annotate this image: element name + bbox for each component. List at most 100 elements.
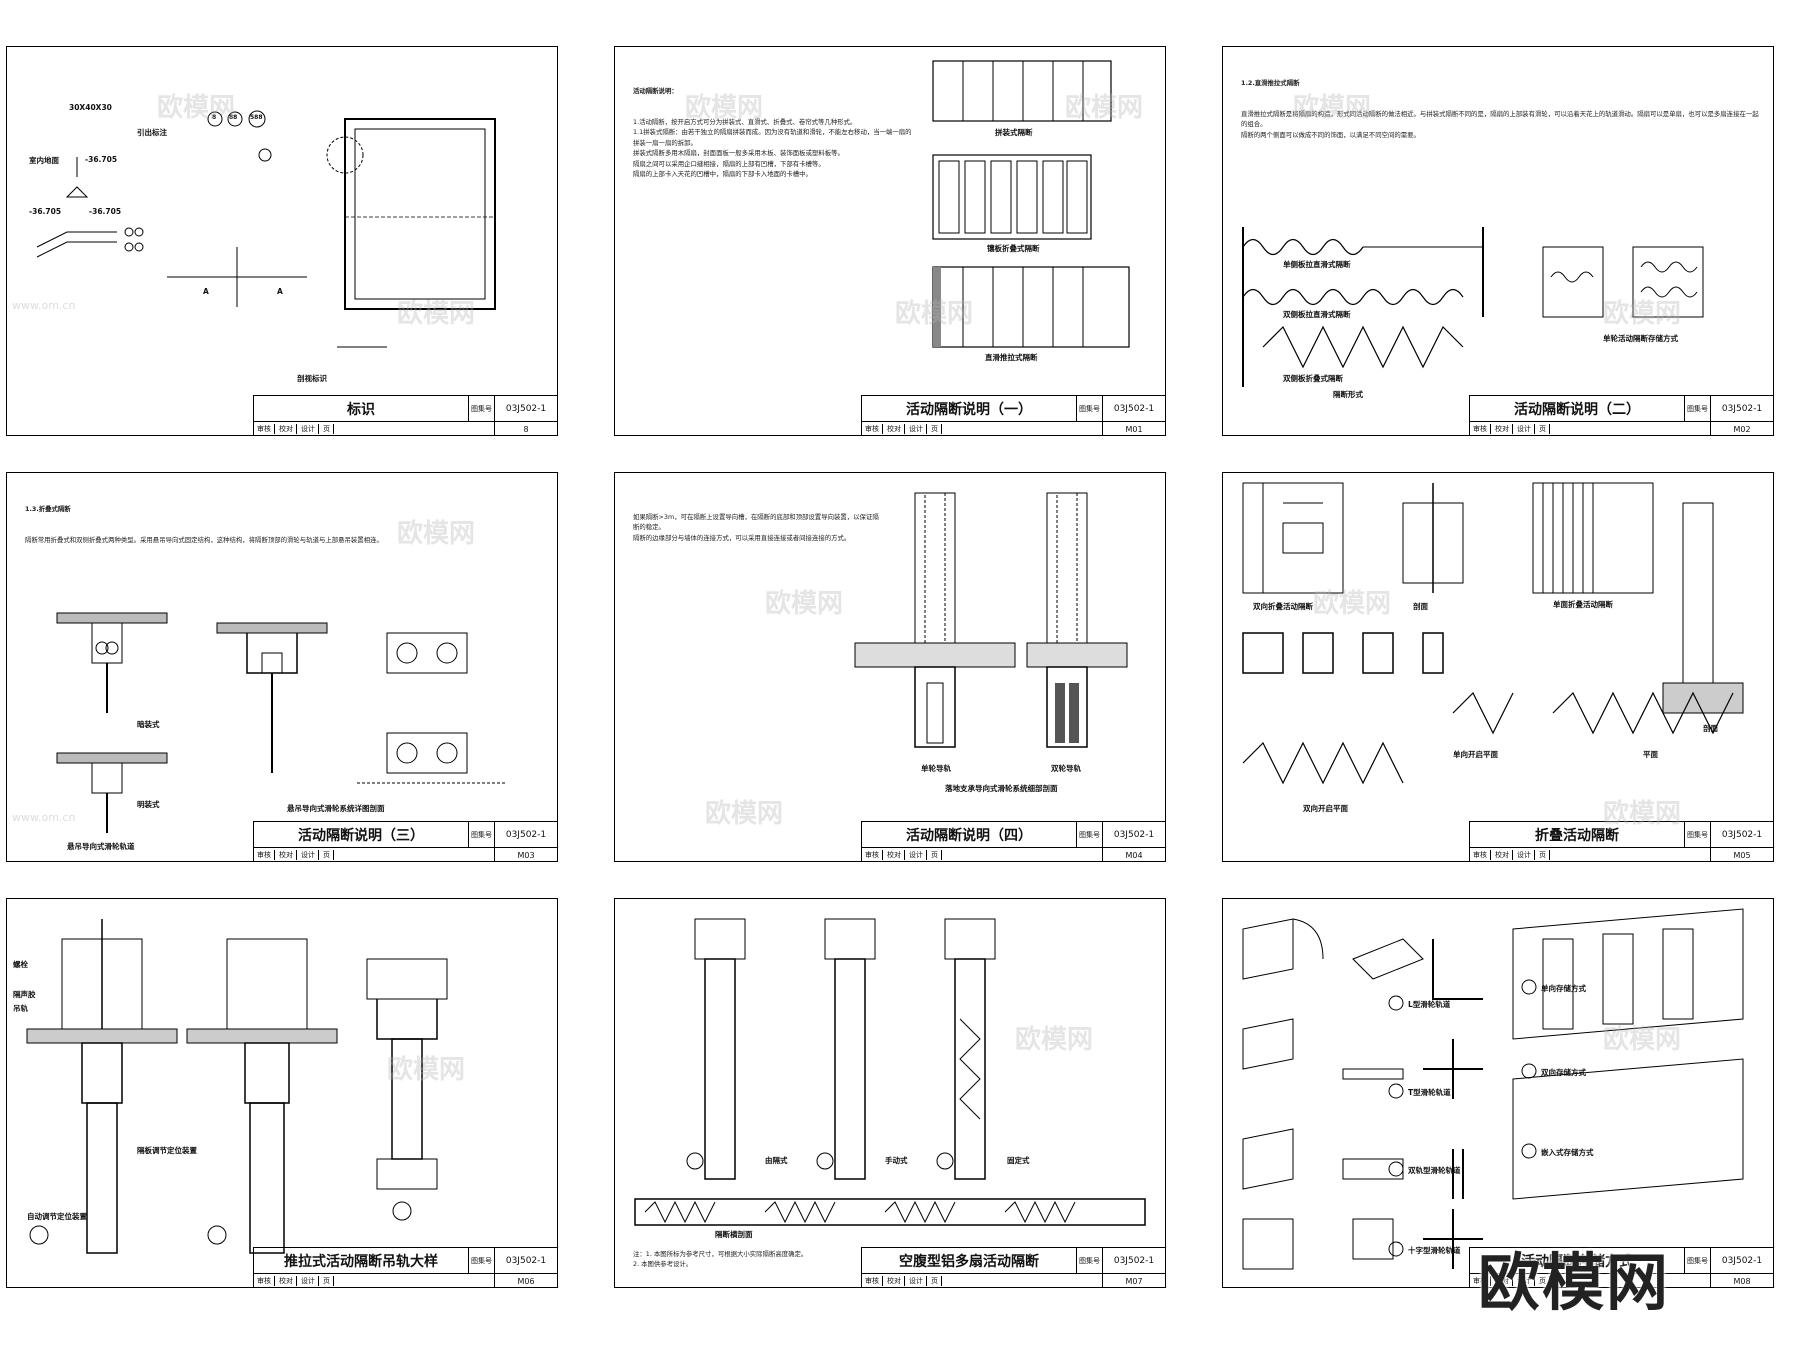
signature-row: 审核 校对 设计 页 bbox=[254, 422, 495, 436]
partition-drawing bbox=[932, 60, 1130, 348]
track-drawing bbox=[56, 612, 507, 833]
sheet-title: 活动隔断说明（三） bbox=[254, 822, 469, 848]
sign-check: 校对 bbox=[1495, 850, 1513, 860]
description-heading: 1.2.直滑推拉式隔断 bbox=[1241, 78, 1300, 87]
description-body: 隔断常用折叠式和双侧折叠式两种类型。采用悬吊导向式固定结构，这种结构，将隔断顶部… bbox=[25, 536, 383, 545]
label-dimension: 30X40X30 bbox=[69, 103, 112, 112]
caption-section-1: 剖面 bbox=[1413, 602, 1428, 611]
title-block: 空腹型铝多扇活动隔断 图集号 03J502-1 审核 校对 设计 页 M07 bbox=[861, 1247, 1165, 1288]
atlas-label: 图集号 bbox=[1685, 1248, 1711, 1274]
title-block: 活动隔断说明（一） 图集号 03J502-1 审核 校对 设计 页 M01 bbox=[861, 395, 1165, 436]
brand-logo: 欧模网 bbox=[1478, 1246, 1671, 1319]
footnote: 注：1. 本图所标为参考尺寸，可根据大小实际隔断高度确定。 2. 本图供参考设计… bbox=[633, 1250, 808, 1269]
drawing-sheet-1: 标识 图集号 03J502-1 审核 校对 设计 页 8 引出标注 室内地面 -… bbox=[6, 46, 558, 436]
label-rail: 吊轨 bbox=[13, 1004, 28, 1013]
folding-drawing bbox=[1242, 482, 1744, 785]
atlas-label: 图集号 bbox=[469, 396, 495, 422]
sign-review: 审核 bbox=[865, 1276, 883, 1286]
atlas-code: 03J502-1 bbox=[1711, 1248, 1773, 1274]
atlas-code: 03J502-1 bbox=[495, 1248, 557, 1274]
drawing-sheet-8: 由隔式 手动式 固定式 隔断横剖面 注：1. 本图所标为参考尺寸，可根据大小实际… bbox=[614, 898, 1166, 1288]
sign-page: 页 bbox=[1539, 1276, 1550, 1286]
sign-review: 审核 bbox=[257, 424, 275, 434]
atlas-code: 03J502-1 bbox=[1711, 822, 1773, 848]
atlas-code: 03J502-1 bbox=[1711, 396, 1773, 422]
caption-embedded-storage: 嵌入式存储方式 bbox=[1541, 1148, 1594, 1157]
sign-design: 设计 bbox=[301, 1276, 319, 1286]
bubble-8: 8 bbox=[212, 114, 217, 121]
description-body: 1.活动隔断，按开启方式可分为拼装式、直滑式、折叠式、卷帘式等几种形式。 1.1… bbox=[633, 118, 912, 179]
caption-single-storage: 单向存储方式 bbox=[1541, 984, 1586, 993]
sheet-title: 空腹型铝多扇活动隔断 bbox=[862, 1248, 1077, 1274]
sheet-title: 活动隔断说明（二） bbox=[1470, 396, 1685, 422]
atlas-label: 图集号 bbox=[1077, 822, 1103, 848]
sign-page: 页 bbox=[323, 424, 334, 434]
drawing-sheet-3: 1.2.直滑推拉式隔断 直滑推拉式隔断是将隔扇的构造，形式同活动隔断的做法相近。… bbox=[1222, 46, 1774, 436]
sheet-title: 推拉式活动隔断吊轨大样 bbox=[254, 1248, 469, 1274]
description-text: 1.2.直滑推拉式隔断 直滑推拉式隔断是将隔扇的构造，形式同活动隔断的做法相近。… bbox=[1241, 57, 1761, 207]
caption-track: 悬吊导向式滑轮轨道 bbox=[67, 842, 135, 851]
atlas-code: 03J502-1 bbox=[495, 396, 557, 422]
description-body: 如果隔断>3m，可在隔断上设置导向槽，在隔断的底部和顶部设置导向装置，以保证隔断… bbox=[633, 512, 879, 542]
sign-design: 设计 bbox=[1517, 1276, 1535, 1286]
drawing-sheet-4: 1.3.折叠式隔断 隔断常用折叠式和双侧折叠式两种类型。采用悬吊导向式固定结构，… bbox=[6, 472, 558, 862]
page-number: M05 bbox=[1733, 850, 1751, 860]
page-number: M02 bbox=[1733, 424, 1751, 434]
caption-double-sided: 双侧板拉直滑式隔断 bbox=[1283, 310, 1351, 319]
sheet-title: 活动隔断存储方式 bbox=[1470, 1248, 1685, 1274]
description-text: 1.3.折叠式隔断 隔断常用折叠式和双侧折叠式两种类型。采用悬吊导向式固定结构，… bbox=[25, 483, 545, 593]
signature-row: 审核 校对 设计 页 bbox=[1470, 848, 1711, 862]
caption-folding: 镶板折叠式隔断 bbox=[987, 244, 1040, 253]
sign-design: 设计 bbox=[909, 850, 927, 860]
caption-concealed: 暗装式 bbox=[137, 720, 160, 729]
page-number: M08 bbox=[1733, 1276, 1751, 1286]
caption-single-sided: 单侧板拉直滑式隔断 bbox=[1283, 260, 1351, 269]
bubble-88: 88 bbox=[229, 114, 238, 121]
caption-double-fold: 双向折叠活动隔断 bbox=[1253, 602, 1313, 611]
watermark-url: www.om.cn bbox=[12, 299, 76, 312]
signature-row: 审核 校对 设计 页 bbox=[862, 422, 1103, 436]
sign-design: 设计 bbox=[909, 1276, 927, 1286]
signature-row: 审核 校对 设计 页 bbox=[862, 848, 1103, 862]
caption-fixed: 固定式 bbox=[1007, 1156, 1030, 1165]
title-block: 活动隔断说明（三） 图集号 03J502-1 审核 校对 设计 页 M03 bbox=[253, 821, 557, 862]
sign-design: 设计 bbox=[1517, 850, 1535, 860]
title-block: 折叠活动隔断 图集号 03J502-1 审核 校对 设计 页 M05 bbox=[1469, 821, 1773, 862]
caption-single-rail: 单轮导轨 bbox=[921, 764, 951, 773]
sign-check: 校对 bbox=[887, 424, 905, 434]
page-number: M06 bbox=[517, 1276, 535, 1286]
caption-plan: 平面 bbox=[1643, 750, 1658, 759]
sign-check: 校对 bbox=[887, 1276, 905, 1286]
sign-page: 页 bbox=[931, 1276, 942, 1286]
storage-methods-drawing bbox=[1242, 908, 1744, 1270]
label-lead: 引出标注 bbox=[137, 128, 167, 137]
caption-sliding: 直滑推拉式隔断 bbox=[985, 353, 1038, 362]
bubble-588: 588 bbox=[250, 114, 263, 121]
caption-assembled: 拼装式隔断 bbox=[995, 128, 1033, 137]
atlas-code: 03J502-1 bbox=[495, 822, 557, 848]
caption-single-plan: 单向开启平面 bbox=[1453, 750, 1498, 759]
caption-double-track: 双轨型滑轮轨道 bbox=[1408, 1166, 1461, 1175]
atlas-code: 03J502-1 bbox=[1103, 822, 1165, 848]
sign-page: 页 bbox=[931, 850, 942, 860]
caption-storage: 单轮活动隔断存储方式 bbox=[1603, 334, 1678, 343]
sign-page: 页 bbox=[1539, 424, 1550, 434]
atlas-code: 03J502-1 bbox=[1103, 396, 1165, 422]
atlas-label: 图集号 bbox=[1077, 396, 1103, 422]
signature-row: 审核 校对 设计 页 bbox=[1470, 1274, 1711, 1288]
sign-review: 审核 bbox=[865, 424, 883, 434]
sign-design: 设计 bbox=[1517, 424, 1535, 434]
caption-detail: 悬吊导向式滑轮系统详图剖面 bbox=[287, 804, 385, 813]
caption-fixed-hung: 由隔式 bbox=[765, 1156, 788, 1165]
sign-check: 校对 bbox=[279, 1276, 297, 1286]
drawing-sheet-5: 如果隔断>3m，可在隔断上设置导向槽，在隔断的底部和顶部设置导向装置，以保证隔断… bbox=[614, 472, 1166, 862]
label-bolt: 螺栓 bbox=[13, 960, 28, 969]
sheet-title: 活动隔断说明（四） bbox=[862, 822, 1077, 848]
signature-row: 审核 校对 设计 页 bbox=[254, 848, 495, 862]
sign-check: 校对 bbox=[1495, 424, 1513, 434]
title-block: 标识 图集号 03J502-1 审核 校对 设计 页 8 bbox=[253, 395, 557, 436]
title-block: 活动隔断说明（二） 图集号 03J502-1 审核 校对 设计 页 M02 bbox=[1469, 395, 1773, 436]
caption-exposed: 明装式 bbox=[137, 800, 160, 809]
caption-double-folding: 双侧板折叠式隔断 bbox=[1283, 374, 1343, 383]
atlas-label: 图集号 bbox=[1685, 396, 1711, 422]
